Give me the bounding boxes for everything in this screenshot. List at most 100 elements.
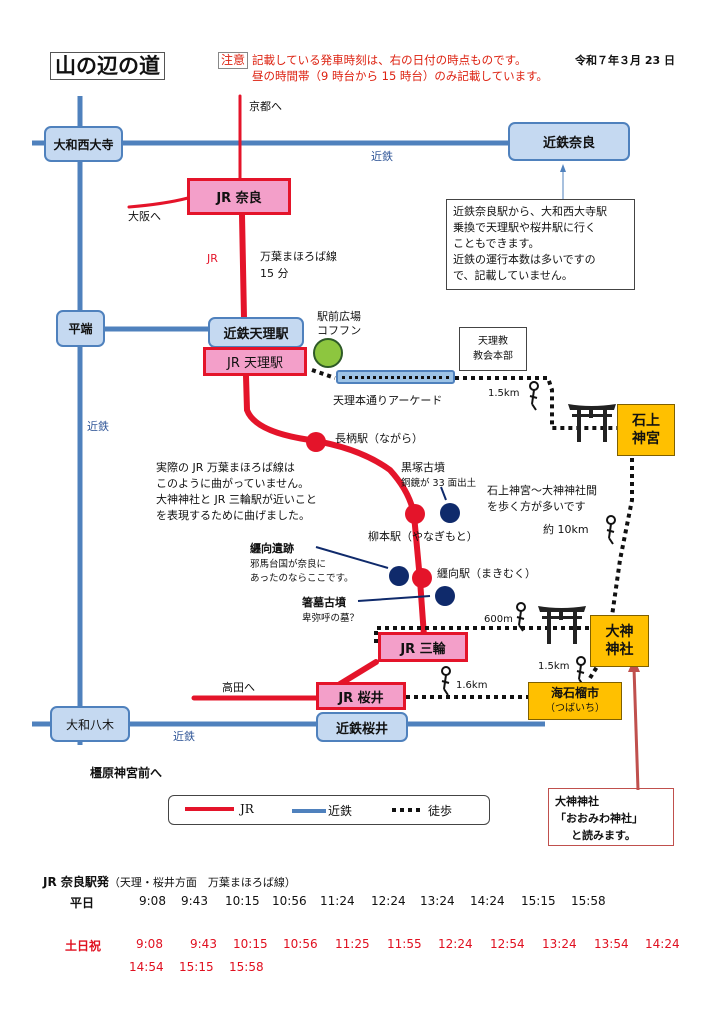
- page-title: 山の辺の道: [50, 52, 165, 80]
- holiday-time: 9:43: [190, 937, 217, 951]
- jr-label: JR: [207, 252, 218, 265]
- weekday-time: 10:56: [272, 894, 307, 908]
- weekday-time: 11:24: [320, 894, 355, 908]
- walking-routes: [311, 368, 634, 699]
- kurozuka-label: 黒塚古墳 銅鏡が 33 面出土: [401, 459, 476, 489]
- holiday-time: 11:25: [335, 937, 370, 951]
- hashihaka-label: 箸墓古墳 卑弥呼の墓？: [302, 594, 359, 624]
- distance-isonokami-omiwa: 約 10km: [543, 523, 589, 536]
- makimuku-ruins-name: 纒向遺跡: [250, 542, 294, 555]
- walk-note: 石上神宮～大神神社間 を歩く方が多いです: [487, 483, 597, 515]
- timetable-subtitle: （天理・桜井方面 万葉まほろば線）: [108, 876, 296, 889]
- legend: [168, 795, 490, 825]
- walk-note-line: を歩く方が多いです: [487, 500, 586, 513]
- hashihaka-name: 箸墓古墳: [302, 596, 346, 609]
- notice-line: 昼の時間帯（9 時台から 15 時台）のみ記載しています。: [252, 69, 548, 83]
- station-jr-miwa[interactable]: JR 三輪: [378, 632, 468, 662]
- station-jr-nara[interactable]: JR 奈良: [187, 178, 291, 215]
- weekday-time: 12:24: [371, 894, 406, 908]
- torii-omiwa-icon: [538, 606, 586, 644]
- omiwa-note-arrow-line: [632, 667, 640, 791]
- arcade-label: 天理本通りアーケード: [333, 394, 443, 407]
- kurozuka-desc: 銅鏡が 33 面出土: [401, 478, 477, 489]
- tsubaichi-box[interactable]: 海石榴市 （つばいち）: [528, 682, 622, 720]
- arcade-bar: [336, 370, 455, 384]
- shrine-omiwa[interactable]: 大神 神社: [590, 615, 649, 667]
- jr-line-miwa-sakurai: [337, 659, 379, 687]
- station-yamato-yagi[interactable]: 大和八木: [50, 706, 130, 742]
- tsubaichi-name: 海石榴市: [550, 686, 599, 700]
- makimuku-station-dot: [412, 568, 432, 588]
- station-kintetsu-sakurai[interactable]: 近鉄桜井: [316, 712, 408, 742]
- weekday-time: 9:43: [181, 894, 208, 908]
- holiday-time: 10:15: [233, 937, 268, 951]
- shrine-omiwa-line: 神社: [605, 642, 634, 658]
- holiday-time: 15:15: [179, 960, 214, 974]
- shrine-isonokami[interactable]: 石上 神宮: [617, 404, 675, 456]
- holiday-time: 13:24: [542, 937, 577, 951]
- station-kintetsu-tenri[interactable]: 近鉄天理駅: [208, 317, 304, 348]
- walk-note-line: 石上神宮～大神神社間: [487, 484, 597, 497]
- notice-line: 記載している発車時刻は、右の日付の時点ものです。: [252, 53, 527, 67]
- station-jr-sakurai[interactable]: JR 桜井: [316, 682, 406, 710]
- manyo-line-label: 万葉まほろば線 15 分: [260, 248, 337, 282]
- legend-jr-label: JR: [240, 802, 254, 816]
- note-line: こともできます。: [453, 237, 540, 250]
- direction-kashihara: 橿原神宮前へ: [90, 766, 163, 780]
- distance-miwa-omiwa: 600m: [484, 614, 513, 625]
- walker-icons: [441, 381, 616, 696]
- holiday-time: 13:54: [594, 937, 629, 951]
- walk-isonokami-omiwa: [610, 458, 634, 617]
- yanagimoto-station-dot: [405, 504, 425, 524]
- legend-kintetsu-label: 近鉄: [328, 804, 353, 818]
- makimuku-ruins-label: 纒向遺跡 邪馬台国が奈良に あったのならここです。: [250, 540, 354, 584]
- tsubaichi-reading: （つばいち）: [545, 703, 605, 714]
- holiday-time: 9:08: [136, 937, 163, 951]
- walk-arcade-isonokami: [455, 376, 620, 430]
- walk-miwa-omiwa: [374, 626, 596, 643]
- distance-sakurai-tsubaichi: 1.6km: [456, 680, 488, 691]
- weekday-time: 15:58: [571, 894, 606, 908]
- curve-note: 実際の JR 万葉まほろば線は このように曲がっていません。 大神神社と JR …: [156, 460, 317, 524]
- notice-text: 記載している発車時刻は、右の日付の時点ものです。 昼の時間帯（9 時台から 15…: [252, 52, 548, 84]
- jr-lines: [127, 94, 427, 701]
- kintetsu-label-top: 近鉄: [371, 150, 393, 163]
- station-jr-tenri[interactable]: JR 天理駅: [203, 347, 307, 376]
- holiday-time: 10:56: [283, 937, 318, 951]
- tenrikyo-line: 天理教: [478, 336, 508, 347]
- tenrikyo-hq-box: 天理教 教会本部: [459, 327, 527, 371]
- weekday-time: 15:15: [521, 894, 556, 908]
- station-hirahata[interactable]: 平端: [56, 310, 105, 347]
- station-makimuku-label: 纒向駅（まきむく）: [437, 567, 536, 580]
- timetable-heading: JR 奈良駅発（天理・桜井方面 万葉まほろば線）: [43, 873, 296, 890]
- jr-line-nara-tenri: [239, 212, 247, 321]
- walk-tsubaichi-omiwa: [588, 660, 602, 680]
- note-line: で、記載していません。: [453, 269, 573, 282]
- makimuku-ruins-desc: あったのならここです。: [250, 573, 354, 584]
- kurozuka-kofun-dot: [440, 503, 460, 523]
- holiday-time: 12:24: [438, 937, 473, 951]
- holiday-time: 12:54: [490, 937, 525, 951]
- manyo-line-name: 万葉まほろば線: [260, 250, 337, 263]
- makimuku-ruins-arrow: [315, 546, 389, 569]
- walker-icon: [606, 515, 616, 545]
- direction-kyoto: 京都へ: [249, 100, 282, 113]
- plaza-label-line: 駅前広場: [317, 310, 361, 323]
- station-nagara-label: 長柄駅（ながら）: [335, 432, 423, 445]
- station-kintetsu-nara[interactable]: 近鉄奈良: [508, 122, 630, 161]
- tenrikyo-line: 教会本部: [473, 351, 513, 362]
- weekday-label: 平日: [70, 896, 95, 910]
- walker-icon: [529, 381, 539, 411]
- direction-takada: 高田へ: [222, 681, 255, 694]
- torii-isonokami-icon: [568, 404, 616, 442]
- station-yamato-saidaiji[interactable]: 大和西大寺: [44, 126, 123, 162]
- holiday-time: 14:54: [129, 960, 164, 974]
- notice-badge: 注意: [218, 52, 249, 69]
- distance-tenri-isonokami: 1.5km: [488, 388, 520, 399]
- kintetsu-label-left: 近鉄: [87, 420, 109, 433]
- plaza-label-line: コフフン: [317, 324, 362, 337]
- kintetsu-note-box: 近鉄奈良駅から、大和西大寺駅 乗換で天理駅や桜井駅に行く こともできます。 近鉄…: [446, 199, 635, 290]
- walker-icon: [576, 656, 586, 686]
- note-line: 乗換で天理駅や桜井駅に行く: [453, 221, 596, 234]
- omiwa-note-line: 「おおみわ神社」: [555, 812, 643, 825]
